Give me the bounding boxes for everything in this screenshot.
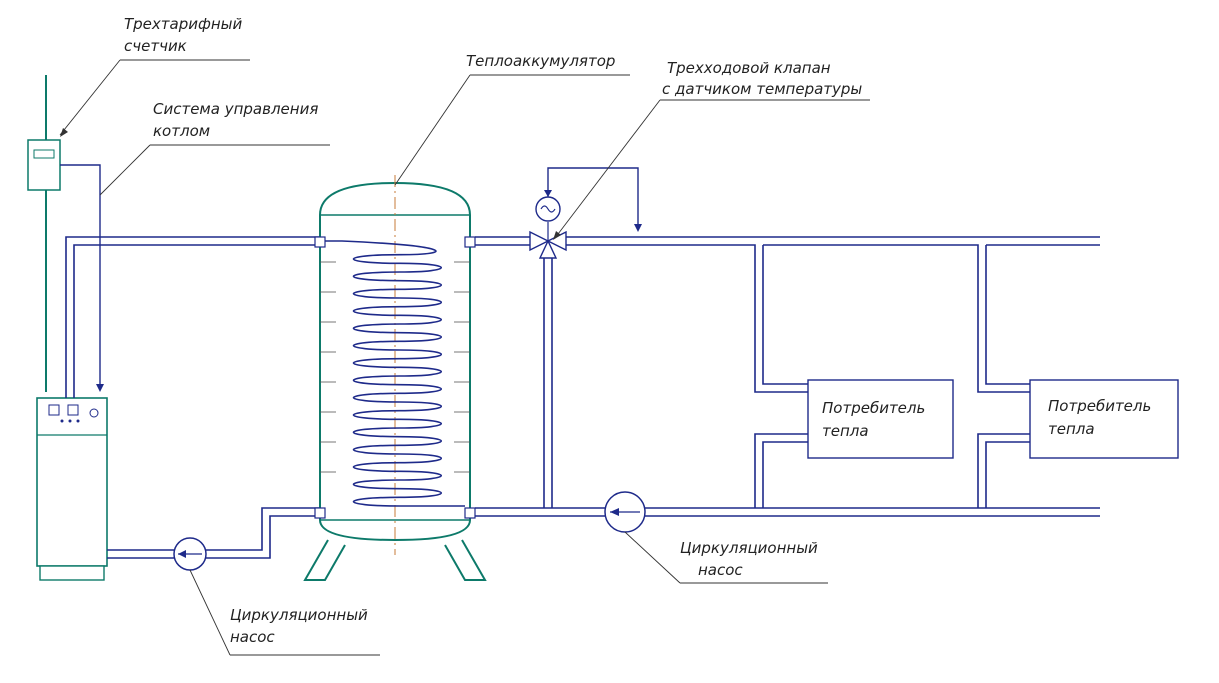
heat-consumer-1 bbox=[807, 379, 954, 459]
valve-label-line1: Трехходовой клапан bbox=[667, 59, 831, 77]
heat-consumer-2 bbox=[1029, 379, 1179, 459]
three-tariff-meter bbox=[27, 139, 61, 191]
pump2-label-line2: насос bbox=[698, 561, 743, 579]
accumulator-label: Теплоаккумулятор bbox=[466, 52, 616, 70]
pump1-label-line1: Циркуляционный bbox=[230, 606, 368, 624]
heat-accumulator-tank bbox=[303, 175, 487, 581]
boiler bbox=[36, 397, 108, 581]
control-leader bbox=[99, 144, 151, 196]
bypass-pipe bbox=[543, 258, 553, 508]
valve-leader bbox=[554, 99, 661, 239]
meter-leader bbox=[59, 59, 121, 136]
temperature-sensor-line bbox=[544, 167, 642, 232]
circulation-pump-1 bbox=[173, 537, 207, 571]
consumer2-label-line2: тепла bbox=[1048, 420, 1095, 438]
control-label-line2: котлом bbox=[153, 122, 211, 140]
supply-pipe-main bbox=[475, 236, 1100, 393]
consumer1-label-line1: Потребитель bbox=[822, 399, 926, 417]
control-signal-line bbox=[60, 164, 101, 390]
return-pipe-boiler bbox=[107, 507, 320, 559]
consumer1-label-line2: тепла bbox=[822, 422, 869, 440]
accumulator-leader bbox=[394, 74, 471, 186]
pump1-label-line2: насос bbox=[230, 628, 275, 646]
meter-label-line1: Трехтарифный bbox=[124, 15, 243, 33]
heat-exchanger-coil bbox=[325, 240, 465, 507]
consumer2-label-line1: Потребитель bbox=[1048, 397, 1152, 415]
control-label-line1: Система управления bbox=[153, 100, 319, 118]
return-pipe-main bbox=[475, 433, 1100, 517]
pump2-leader bbox=[624, 531, 681, 584]
supply-pipe-boiler bbox=[65, 236, 320, 398]
pump1-leader bbox=[189, 569, 231, 656]
three-way-valve bbox=[529, 196, 567, 259]
meter-label-line2: счетчик bbox=[124, 37, 187, 55]
valve-label-line2: с датчиком температуры bbox=[662, 80, 863, 98]
circulation-pump-2 bbox=[604, 491, 646, 533]
pump2-label-line1: Циркуляционный bbox=[680, 539, 818, 557]
